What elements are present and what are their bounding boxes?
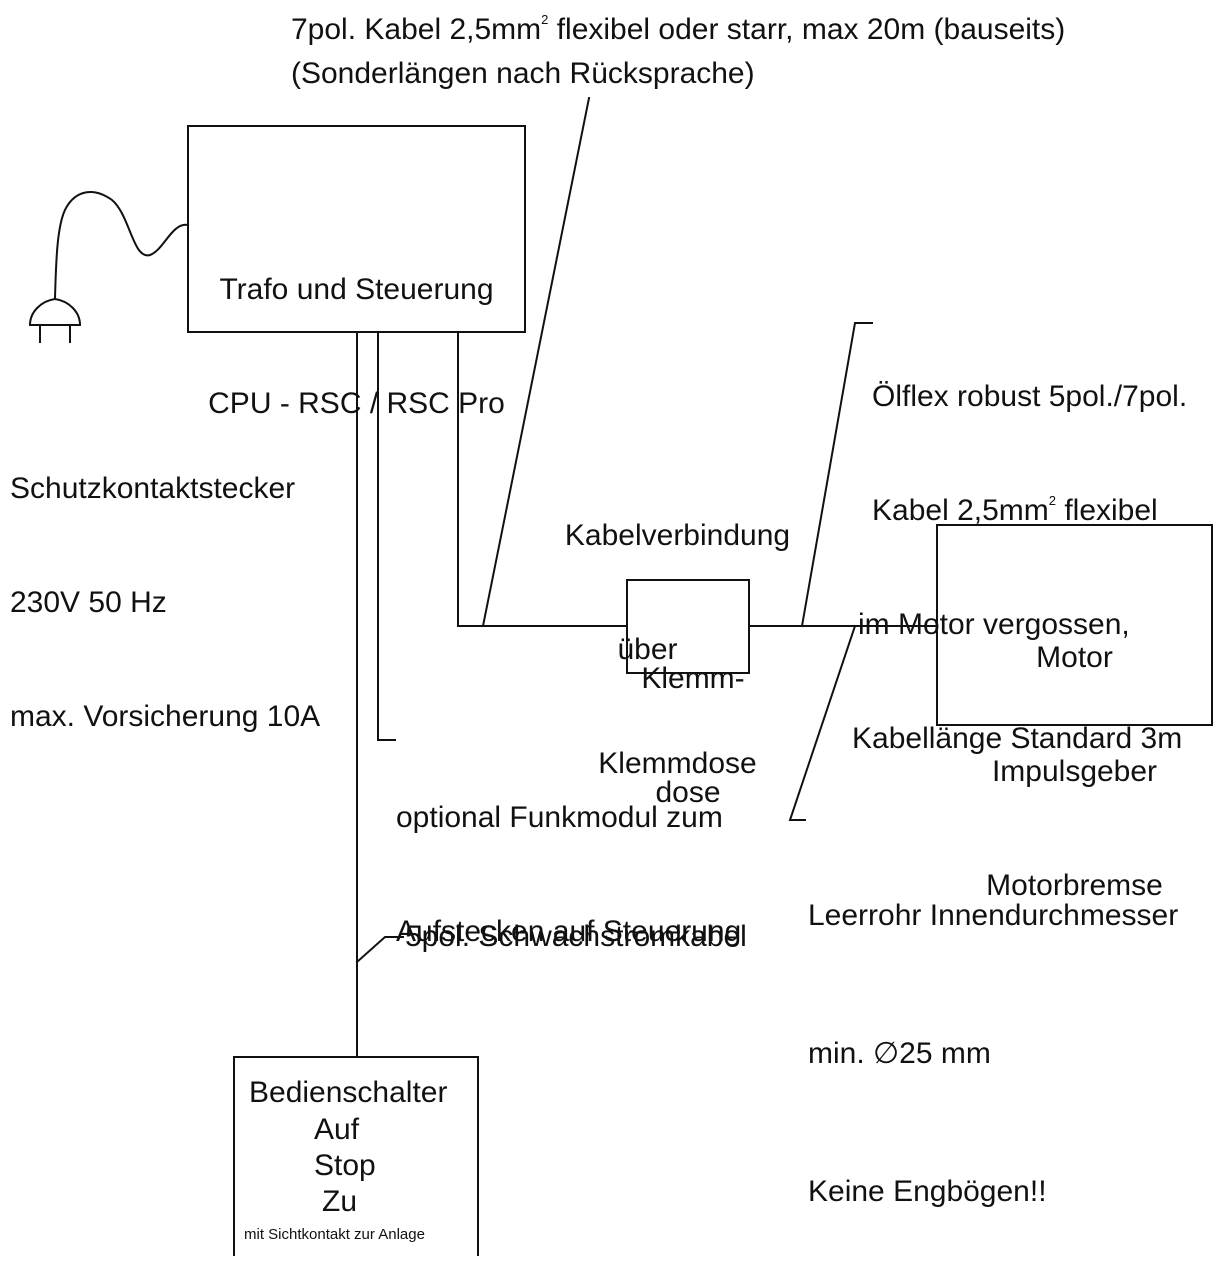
oelflex-line2-b: flexibel <box>1055 494 1158 527</box>
connection-note-line3: Klemmdose <box>598 747 757 780</box>
switch-option-stop: Stop <box>314 1149 376 1182</box>
connection-note-line2: über <box>617 633 678 666</box>
radio-module-line <box>377 331 396 741</box>
cable-spec-line2: (Sonderlängen nach Rücksprache) <box>291 57 755 90</box>
control-unit-line2: CPU - RSC / RSC Pro <box>208 387 505 420</box>
cable-spec-text-b: flexibel oder starr, max 20m (bauseits) <box>548 13 1066 46</box>
power-cord <box>53 191 190 300</box>
oelflex-label: Ölflex robust 5pol./7pol. Kabel 2,5mm2 f… <box>852 302 1187 796</box>
motor-line3: Motorbremse <box>986 869 1163 902</box>
conduit-line2: min. ∅25 mm <box>808 1037 991 1070</box>
switch-option-auf: Auf <box>314 1113 360 1146</box>
cable-spec-line1: 7pol. Kabel 2,5mm2 flexibel oder starr, … <box>291 11 1065 49</box>
junction-box-label: Klemm- dose <box>627 584 749 850</box>
oelflex-line2: Kabel 2,5mm2 flexibel <box>852 492 1187 530</box>
junction-box-line1: Klemm- <box>641 662 745 695</box>
conduit-line3: Keine Engbögen!! <box>808 1175 1047 1208</box>
oelflex-superscript-two: 2 <box>1048 493 1056 508</box>
plug-icon <box>28 297 82 343</box>
superscript-two: 2 <box>541 12 549 27</box>
oelflex-line1: Ölflex robust 5pol./7pol. <box>872 380 1188 413</box>
control-unit-line1: Trafo und Steuerung <box>219 273 494 306</box>
low-voltage-leader <box>355 936 404 964</box>
conduit-leader <box>788 624 857 821</box>
main-cable-line <box>457 331 628 627</box>
motor-label: Motor Impulsgeber Motorbremse <box>937 563 1212 943</box>
oelflex-line4: Kabellänge Standard 3m <box>852 722 1183 755</box>
radio-module-line2: Aufstecken auf Steuerung <box>396 915 742 948</box>
plug-label-line1: Schutzkontaktstecker <box>10 472 296 505</box>
oelflex-leader <box>800 322 873 628</box>
switch-label: Bedienschalter Auf Stop Zu mit Sichtkont… <box>234 1074 478 1244</box>
switch-option-zu: Zu <box>322 1185 358 1218</box>
plug-label-line3: max. Vorsicherung 10A <box>10 700 321 733</box>
conduit-line1: Leerrohr Innendurchmesser <box>808 899 1179 932</box>
junction-box-line2: dose <box>655 776 721 809</box>
switch-note: mit Sichtkontakt zur Anlage <box>244 1226 425 1243</box>
conduit-label: Leerrohr Innendurchmesser min. ∅25 mm Ke… <box>808 801 1178 1261</box>
cable-spec-text-a: 7pol. Kabel 2,5mm <box>291 13 542 46</box>
motor-line1: Motor <box>1036 641 1113 674</box>
cable-spec-leader <box>481 96 591 628</box>
plug-label-line2: 230V 50 Hz <box>10 586 167 619</box>
connection-note: Kabelverbindung über Klemmdose <box>540 441 815 821</box>
oelflex-line3: im Motor vergossen, <box>858 608 1130 641</box>
radio-module-line1: optional Funkmodul zum <box>396 801 723 834</box>
motor-line2: Impulsgeber <box>991 755 1158 788</box>
plug-label: Schutzkontaktstecker 230V 50 Hz max. Vor… <box>10 394 320 774</box>
control-unit-label: Trafo und Steuerung CPU - RSC / RSC Pro <box>188 195 525 461</box>
switch-title: Bedienschalter <box>249 1076 448 1109</box>
radio-module-label: optional Funkmodul zum Aufstecken auf St… <box>396 723 741 989</box>
low-voltage-cable-label: 5pol. Schwachstromkabel <box>405 920 747 953</box>
connection-note-line1: Kabelverbindung <box>564 519 791 552</box>
oelflex-line2-a: Kabel 2,5mm <box>872 494 1049 527</box>
